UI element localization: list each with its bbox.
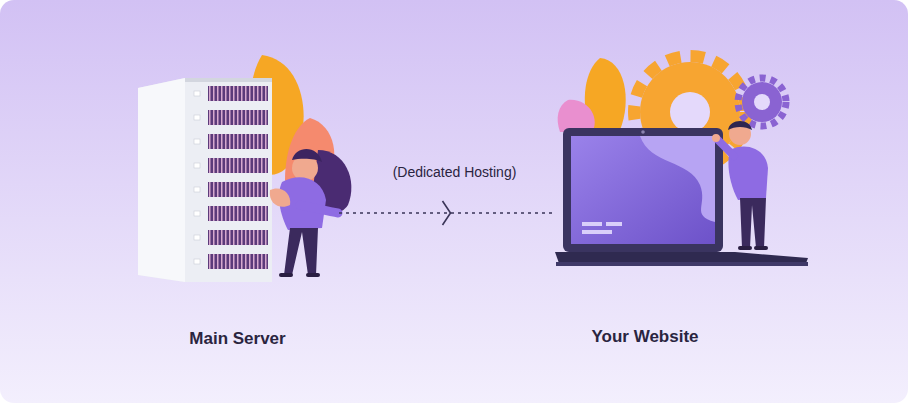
rack-slot <box>208 182 268 197</box>
laptop <box>555 128 808 266</box>
arrow-head <box>443 201 451 225</box>
slot-light <box>194 91 200 96</box>
rack-slot <box>208 86 268 101</box>
rack-slot <box>208 158 268 173</box>
slot-light <box>194 187 200 192</box>
rack-slot <box>208 254 268 269</box>
illustrated-node: Main Server <box>136 55 339 355</box>
rack-slot <box>208 230 268 245</box>
dashed-connector <box>339 212 556 214</box>
rack-slot <box>208 206 268 221</box>
man-figure <box>712 121 768 250</box>
illustrated-node: Your Website <box>556 55 734 355</box>
edge-label: (Dedicated Hosting) <box>390 163 520 181</box>
server-rack <box>138 78 272 282</box>
slot-light <box>194 163 200 168</box>
slot-light <box>194 211 200 216</box>
rack-slot <box>208 110 268 125</box>
node-label: Main Server <box>136 329 339 349</box>
leaf <box>558 100 595 132</box>
gear <box>738 78 786 126</box>
slot-light <box>194 115 200 120</box>
slot-light <box>194 139 200 144</box>
rack-slot <box>208 134 268 149</box>
slot-light <box>194 259 200 264</box>
node-label: Your Website <box>556 327 734 347</box>
slot-light <box>194 235 200 240</box>
